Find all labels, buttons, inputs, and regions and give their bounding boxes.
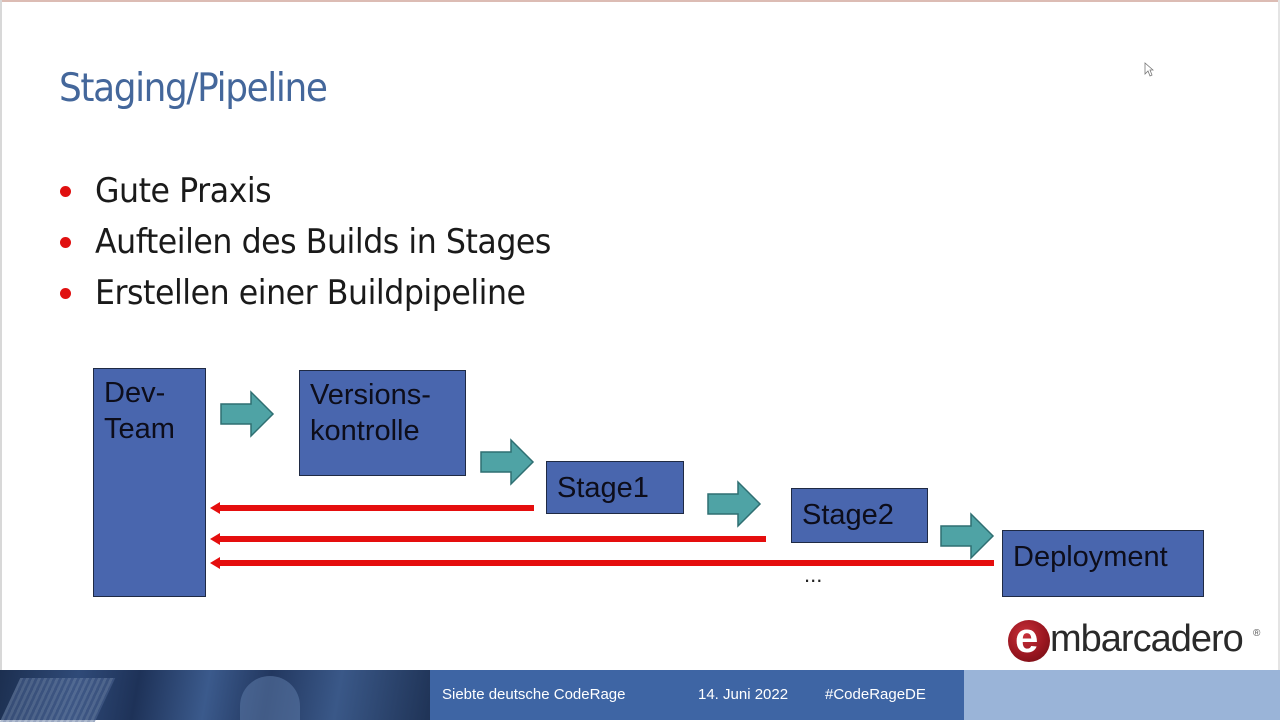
slide-left-border: [0, 0, 2, 670]
bullet-item: Gute Praxis: [58, 166, 585, 217]
box-stage1: Stage1: [546, 461, 684, 514]
diagram-ellipsis: ...: [804, 562, 823, 587]
bullet-list: Gute Praxis Aufteilen des Builds in Stag…: [58, 166, 585, 319]
slide-right-border: [1278, 0, 1280, 670]
bullet-item: Aufteilen des Builds in Stages: [58, 217, 585, 268]
bullet-dot-icon: [60, 288, 71, 299]
footer-photo: [0, 670, 430, 722]
forward-arrow-icon: [707, 480, 762, 528]
footer-hashtag: #CodeRageDE: [825, 686, 926, 703]
slide-footer: Siebte deutsche CodeRage 14. Juni 2022 #…: [0, 670, 1280, 722]
bullet-dot-icon: [60, 186, 71, 197]
slide-top-border: [0, 0, 1280, 2]
box-versionskontrolle: Versions- kontrolle: [299, 370, 466, 476]
bullet-dot-icon: [60, 237, 71, 248]
feedback-arrow-icon: [210, 533, 766, 545]
footer-event: Siebte deutsche CodeRage: [442, 686, 626, 703]
forward-arrow-icon: [480, 438, 535, 486]
box-dev-team: Dev- Team: [93, 368, 206, 597]
box-deployment: Deployment: [1002, 530, 1204, 597]
forward-arrow-icon: [220, 390, 275, 438]
forward-arrow-icon: [940, 512, 995, 560]
bullet-item: Erstellen einer Buildpipeline: [58, 268, 585, 319]
slide-title: Staging/Pipeline: [59, 66, 328, 111]
feedback-arrow-icon: [210, 502, 534, 514]
mouse-cursor-icon: [1144, 62, 1154, 77]
logo-e-icon: e: [1008, 614, 1050, 662]
footer-info-bar: Siebte deutsche CodeRage 14. Juni 2022 #…: [430, 670, 964, 720]
footer-date: 14. Juni 2022: [698, 686, 789, 703]
box-stage2: Stage2: [791, 488, 928, 543]
footer-accent: [964, 670, 1280, 720]
feedback-arrow-icon: [210, 557, 994, 569]
